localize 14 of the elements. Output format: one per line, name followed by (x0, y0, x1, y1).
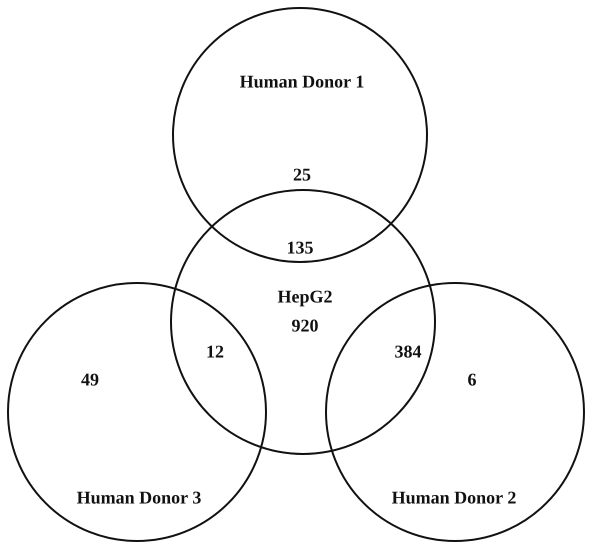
count-label: 25 (293, 164, 311, 186)
set-label: Human Donor 1 (240, 72, 364, 92)
count-label: 920 (292, 316, 318, 336)
count-label: 12 (206, 342, 224, 362)
venn-circle (172, 7, 428, 263)
count-label: 6 (468, 370, 476, 390)
venn-circle (7, 282, 267, 542)
set-label: Human Donor 2 (392, 488, 516, 508)
count-label: 49 (81, 370, 99, 390)
set-label: Human Donor 3 (76, 488, 202, 508)
count-label: 135 (286, 238, 314, 258)
set-label: HepG2 (278, 286, 332, 308)
count-label: 384 (394, 342, 422, 362)
venn-circle (170, 189, 436, 455)
